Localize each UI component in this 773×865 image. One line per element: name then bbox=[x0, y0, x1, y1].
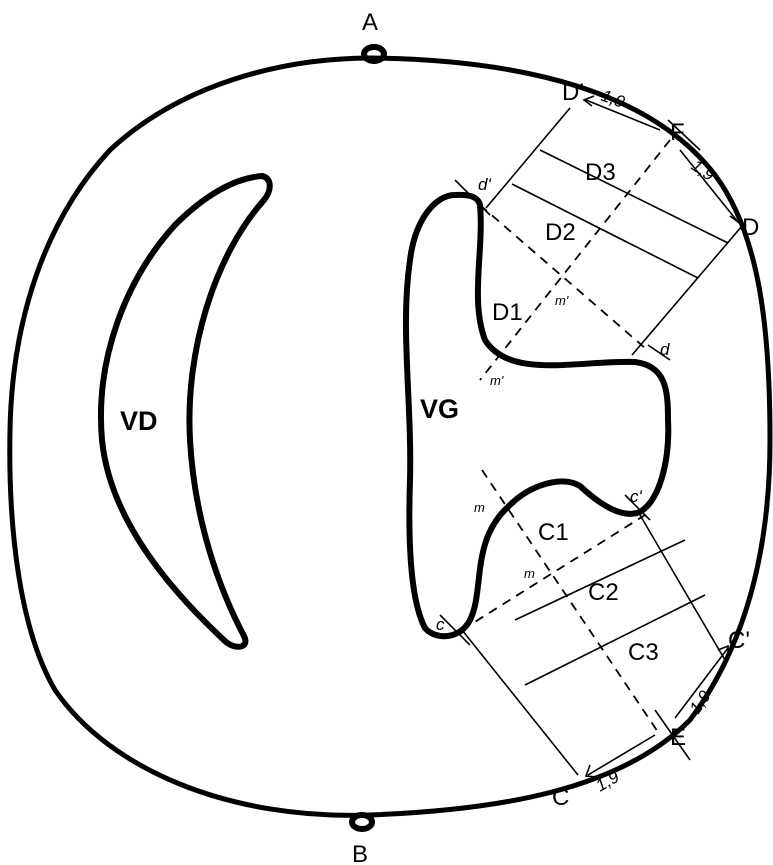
c-chord-dashed bbox=[461, 514, 646, 631]
label-f: F bbox=[670, 119, 685, 146]
label-c1: C1 bbox=[538, 519, 569, 546]
point-a-marker bbox=[361, 44, 387, 64]
label-c-prime: C' bbox=[728, 627, 750, 654]
label-c3: C3 bbox=[628, 639, 659, 666]
label-m-prime-lower: m' bbox=[490, 373, 504, 388]
d-chord-dashed bbox=[479, 204, 646, 349]
label-m-prime-upper: m' bbox=[555, 293, 569, 308]
arrowhead-c bbox=[584, 764, 599, 778]
label-d2: D2 bbox=[545, 219, 576, 246]
e-tick bbox=[654, 709, 691, 761]
d-line-right bbox=[631, 225, 743, 356]
c-divider-2 bbox=[524, 594, 706, 686]
label-d-prime-small: d' bbox=[478, 175, 491, 194]
heart-outline bbox=[7, 55, 773, 818]
d-median-dashed bbox=[479, 139, 671, 381]
label-m-upper: m bbox=[474, 500, 485, 515]
arrowhead-d bbox=[729, 212, 739, 224]
d-divider-1 bbox=[539, 149, 729, 244]
point-b-marker bbox=[349, 812, 375, 832]
label-c-prime-small: c' bbox=[630, 487, 643, 506]
arrowhead-c-prime bbox=[717, 644, 729, 658]
label-d: D bbox=[742, 214, 759, 241]
measure-f-d: 1,9 bbox=[688, 156, 719, 185]
arrow-c-e bbox=[587, 734, 656, 776]
label-e: E bbox=[670, 724, 686, 751]
label-d1: D1 bbox=[492, 299, 523, 326]
label-vd: VD bbox=[120, 406, 158, 436]
label-b: B bbox=[352, 841, 368, 865]
c-prime-tick bbox=[624, 494, 651, 521]
label-a: A bbox=[362, 9, 378, 36]
d-tick bbox=[647, 344, 671, 361]
arrowhead-d-prime bbox=[582, 95, 595, 107]
c-tick bbox=[439, 614, 471, 646]
left-ventricle-outline bbox=[403, 191, 672, 640]
c-line-right bbox=[639, 514, 726, 661]
right-ventricle-outline bbox=[98, 173, 273, 650]
label-vg: VG bbox=[420, 394, 459, 424]
label-d-small: d bbox=[660, 340, 670, 359]
label-c: C bbox=[552, 784, 569, 811]
d-divider-2 bbox=[511, 183, 699, 279]
label-m-lower: m bbox=[524, 566, 535, 581]
label-d3: D3 bbox=[585, 159, 616, 186]
arrow-e-c-prime bbox=[674, 647, 729, 719]
c-divider-1 bbox=[514, 539, 686, 621]
c-median-dashed bbox=[481, 469, 661, 736]
f-tick bbox=[667, 119, 701, 151]
arrow-f-d bbox=[679, 149, 739, 223]
label-c2: C2 bbox=[588, 579, 619, 606]
label-c-small: c bbox=[436, 615, 445, 634]
label-d-prime: D' bbox=[562, 79, 584, 106]
d-prime-tick bbox=[454, 179, 491, 216]
d-line-left bbox=[485, 107, 571, 209]
arrow-d-prime-f bbox=[585, 99, 661, 131]
measure-d-prime-f: 1,9 bbox=[599, 86, 628, 112]
c-line-left bbox=[461, 629, 579, 776]
